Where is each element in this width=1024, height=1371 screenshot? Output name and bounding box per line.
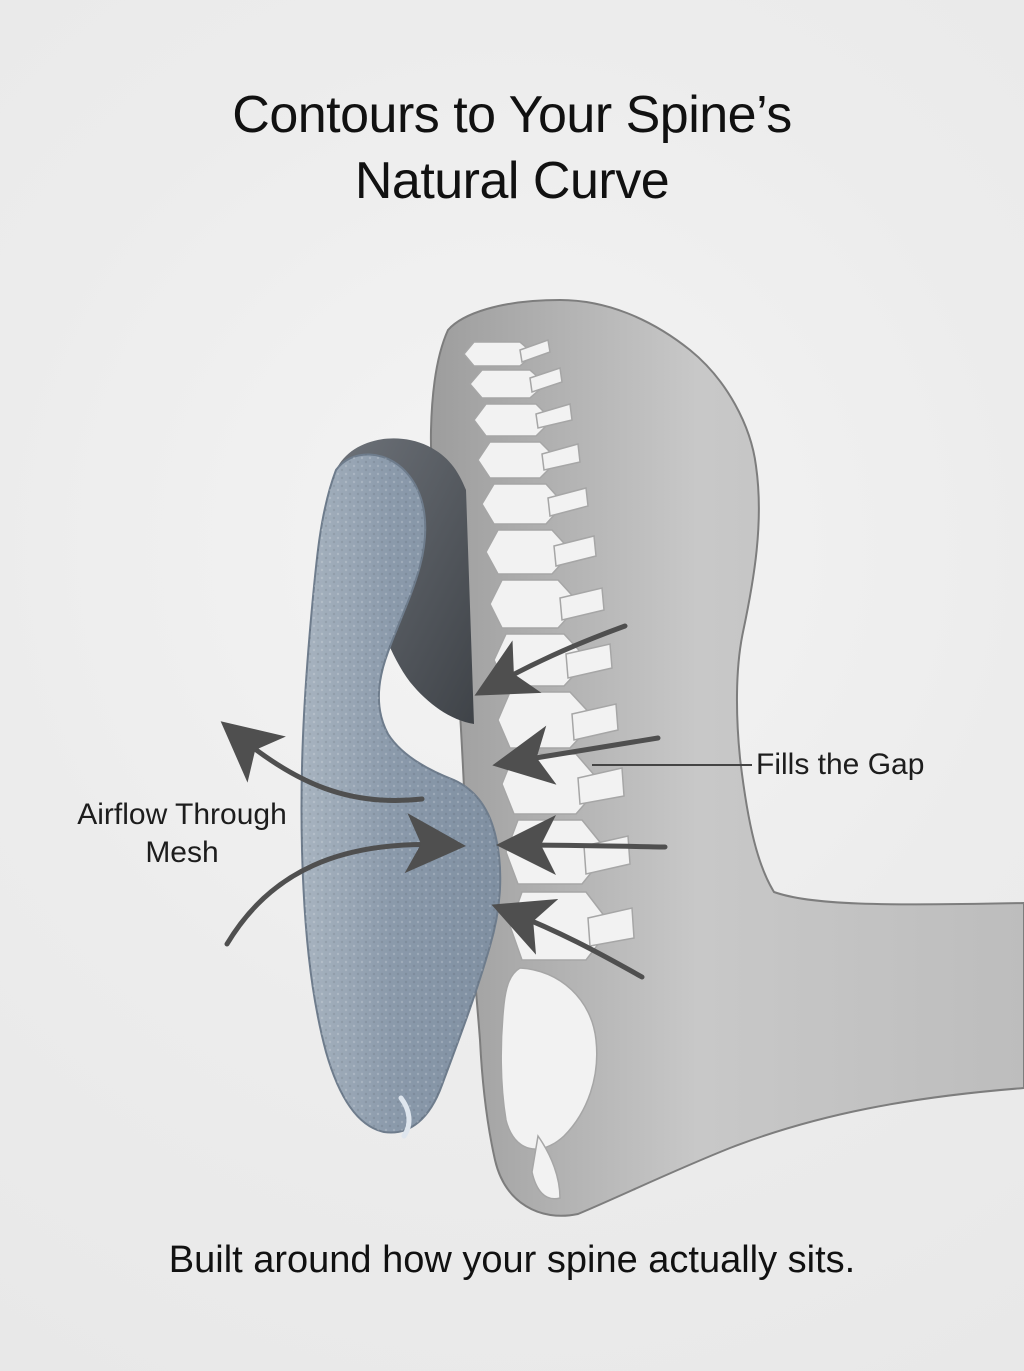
page-title: Contours to Your Spine’s Natural Curve xyxy=(0,82,1024,214)
pressure-arrow-icon xyxy=(491,899,645,980)
pressure-arrows xyxy=(474,623,668,980)
fills-gap-label: Fills the Gap xyxy=(756,748,925,781)
airflow-arrows xyxy=(220,721,466,947)
lumbar-cushion xyxy=(300,438,502,1139)
pressure-arrow-icon xyxy=(492,725,661,785)
airflow-label: Airflow Through Mesh xyxy=(77,798,287,869)
pressure-arrow-icon xyxy=(496,815,668,876)
footer-caption: Built around how your spine actually sit… xyxy=(168,1239,856,1281)
curved-arrow-icon xyxy=(220,721,425,804)
title-line-1: Contours to Your Spine’s xyxy=(232,86,792,144)
title-line-2: Natural Curve xyxy=(354,152,670,210)
pressure-arrow-icon xyxy=(474,623,628,696)
curved-arrow-icon xyxy=(224,813,466,947)
